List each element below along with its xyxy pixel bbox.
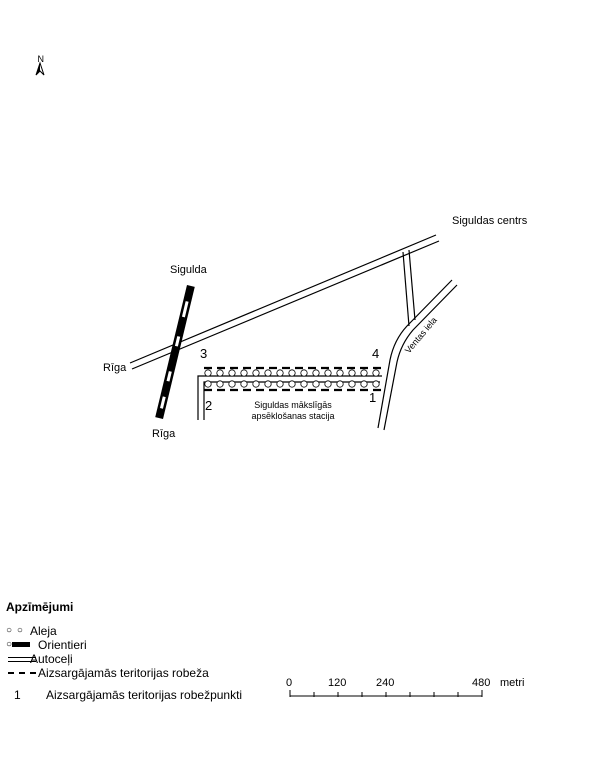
road-symbol-icon — [6, 652, 36, 666]
road-connector — [402, 249, 416, 327]
legend-item-autoceli: Autoceļi — [6, 652, 306, 666]
road-west-spur — [197, 375, 382, 420]
scale-tick-480: 480 — [472, 677, 490, 689]
alley-symbol-icon: ○ ○ ○ — [6, 625, 24, 650]
dashed-boundary-icon — [6, 666, 38, 680]
label-riga-south: Rīga — [152, 428, 176, 440]
alley-circles — [204, 369, 380, 388]
legend-item-orientieri: Orientieri — [6, 638, 306, 652]
boundary-point-3: 3 — [200, 346, 207, 361]
label-station-line2: apsēklošanas stacija — [251, 411, 334, 421]
north-label: N — [38, 54, 45, 64]
north-arrow-icon: N — [35, 54, 45, 76]
scale-tick-240: 240 — [376, 677, 394, 689]
scale-unit: metri — [500, 677, 524, 689]
label-riga-west: Rīga — [103, 362, 127, 374]
legend-item-robeza: Aizsargājamās teritorijas robeža — [6, 666, 306, 680]
legend-label-robeza: Aizsargājamās teritorijas robeža — [38, 666, 209, 680]
legend-label-robezpunkti: Aizsargājamās teritorijas robežpunkti — [46, 688, 243, 702]
label-station-line1: Siguldas mākslīgās — [254, 400, 332, 410]
orientier-symbol-icon — [6, 638, 38, 652]
boundary-point-symbol: 1 — [14, 688, 21, 702]
legend-item-robezpunkti: 1 Aizsargājamās teritorijas robežpunkti — [6, 688, 306, 702]
label-sigulda: Sigulda — [170, 264, 208, 276]
boundary-point-1: 1 — [369, 390, 376, 405]
scale-tick-0: 0 — [286, 677, 292, 689]
scale-tick-120: 120 — [328, 677, 346, 689]
legend-title: Apzīmējumi — [6, 600, 74, 614]
legend-label-aleja: Aleja — [30, 624, 57, 638]
road-ventas-iela — [377, 279, 458, 431]
legend-label-autoceli: Autoceļi — [30, 652, 73, 666]
legend-item-aleja: ○ ○ ○ Aleja — [6, 624, 306, 650]
label-siguldas-centrs: Siguldas centrs — [452, 215, 528, 227]
boundary-point-2: 2 — [205, 398, 212, 413]
railway-orientier — [155, 284, 195, 420]
legend-label-orientieri: Orientieri — [38, 638, 87, 652]
protected-area-boundary — [204, 366, 384, 392]
scale-bar: 0 120 240 480 metri — [286, 677, 524, 697]
legend: Apzīmējumi ○ ○ ○ Aleja Orientieri Autoce… — [6, 600, 306, 702]
boundary-point-4: 4 — [372, 346, 379, 361]
